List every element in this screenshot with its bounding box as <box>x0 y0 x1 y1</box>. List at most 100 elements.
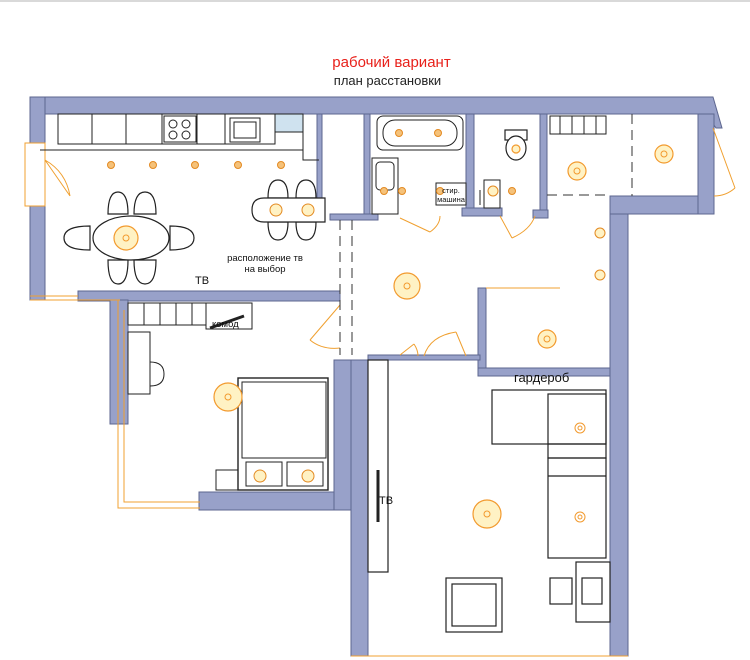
wall-toilet-right <box>539 113 548 219</box>
door-living <box>423 331 467 357</box>
dresser-label: комод <box>212 319 239 330</box>
shelf <box>127 302 207 326</box>
ceiling-light-icon <box>213 382 243 412</box>
spot-light-icon <box>234 161 242 169</box>
stool-icon <box>295 221 317 241</box>
spot-light-icon <box>380 187 388 195</box>
spot-light-icon <box>107 161 115 169</box>
ceiling-light-icon <box>113 225 139 251</box>
doors <box>44 127 736 357</box>
window-bedroom-left2 <box>123 310 200 503</box>
chair-icon <box>107 191 129 215</box>
dashed-lines <box>339 114 633 355</box>
door-bedroom <box>399 343 419 357</box>
washer-label-2: машина <box>437 195 466 204</box>
dresser-tv-line <box>209 314 245 330</box>
wall-bath-bottom <box>329 213 379 221</box>
plan-subtitle: план расстановки <box>333 73 442 88</box>
wall-living-left <box>350 359 369 657</box>
spot-light-icon <box>434 129 442 137</box>
living-furniture <box>367 359 611 633</box>
tv-label-kitchen: ТВ <box>195 275 209 287</box>
wall-bedroom-bottom <box>198 491 352 511</box>
spot-light-icon <box>594 227 606 239</box>
door-entrance <box>712 127 736 197</box>
stool-icon <box>267 179 289 199</box>
top-rule <box>0 0 750 2</box>
wall-wardrobe-bottom <box>477 367 611 377</box>
crossed-spots <box>253 185 606 483</box>
tv-label-living: ТВ <box>379 495 393 507</box>
spot-lights <box>107 129 516 195</box>
spot-light-icon <box>191 161 199 169</box>
washer-box <box>435 182 467 206</box>
toilet-tank <box>483 179 501 209</box>
tv-choice-label-1: расположение тв <box>227 253 303 264</box>
wall-entrance-right <box>609 195 629 657</box>
bathtub <box>376 115 464 151</box>
spot-light-icon <box>269 203 283 217</box>
spot-light-icon <box>594 269 606 281</box>
stool-icon <box>295 179 317 199</box>
nightstand <box>215 469 239 491</box>
door-kitchen-window <box>44 159 71 197</box>
spot-light-icon <box>253 469 267 483</box>
wall-top <box>29 96 723 129</box>
spot-light-icon <box>277 161 285 169</box>
chair-icon <box>133 191 157 215</box>
tv-cabinet <box>367 359 389 573</box>
desk-chair-icon <box>149 361 165 387</box>
wall-bath-right <box>465 113 475 217</box>
work-desk <box>575 561 611 623</box>
kitchen-counter <box>40 113 319 161</box>
desk <box>127 331 151 395</box>
light-centers <box>122 150 668 523</box>
door-bath <box>399 215 441 233</box>
stool-icon <box>267 221 289 241</box>
ceiling-light-icon <box>567 161 587 181</box>
sink-icon <box>229 117 261 143</box>
spot-light-icon <box>149 161 157 169</box>
wall-entrance-corner <box>697 113 715 215</box>
bathroom-fixtures <box>371 115 501 215</box>
fridge <box>274 113 304 133</box>
plan-title: рабочий вариант <box>332 54 451 71</box>
entrance-shelf <box>549 115 607 135</box>
hob-icon <box>163 115 197 143</box>
ceiling-light-icon <box>511 144 521 154</box>
office-chair-icon <box>549 577 573 605</box>
pillow <box>286 461 324 487</box>
wall-bath-bottom2 <box>461 207 503 217</box>
window-bedroom-left <box>117 300 200 509</box>
door-kitchen <box>309 304 341 349</box>
spot-light-icon <box>436 187 444 195</box>
spot-light-icon <box>487 185 499 197</box>
wall-left-upper <box>29 96 46 144</box>
spot-light-icon <box>398 187 406 195</box>
tv-choice-label-2: на выбор <box>244 264 285 275</box>
ceiling-lights <box>113 144 674 529</box>
wall-wardrobe-left <box>477 287 487 377</box>
bedroom-furniture <box>127 302 329 491</box>
wall-bedroom-left <box>109 299 129 425</box>
wall-entrance-top <box>609 195 707 215</box>
armchair <box>445 577 503 633</box>
wall-left-lower <box>29 205 46 301</box>
sink-cabinet <box>371 157 399 215</box>
pillow <box>245 461 283 487</box>
sofa-back <box>491 389 607 445</box>
wall-toilet-bottom <box>532 209 549 219</box>
chair-icon <box>169 225 195 251</box>
window-kitchen-left <box>24 142 46 207</box>
chair-icon <box>63 225 91 251</box>
spot-light-icon <box>395 129 403 137</box>
bed <box>237 377 329 491</box>
wardrobe-label: гардероб <box>514 370 569 385</box>
walls <box>29 96 723 657</box>
wall-bedroom-right <box>333 359 352 511</box>
washer-label-1: стир. <box>442 186 460 195</box>
ceiling-light-icon <box>393 272 421 300</box>
ceiling-light-icon <box>472 499 502 529</box>
chair-icon <box>133 259 157 285</box>
